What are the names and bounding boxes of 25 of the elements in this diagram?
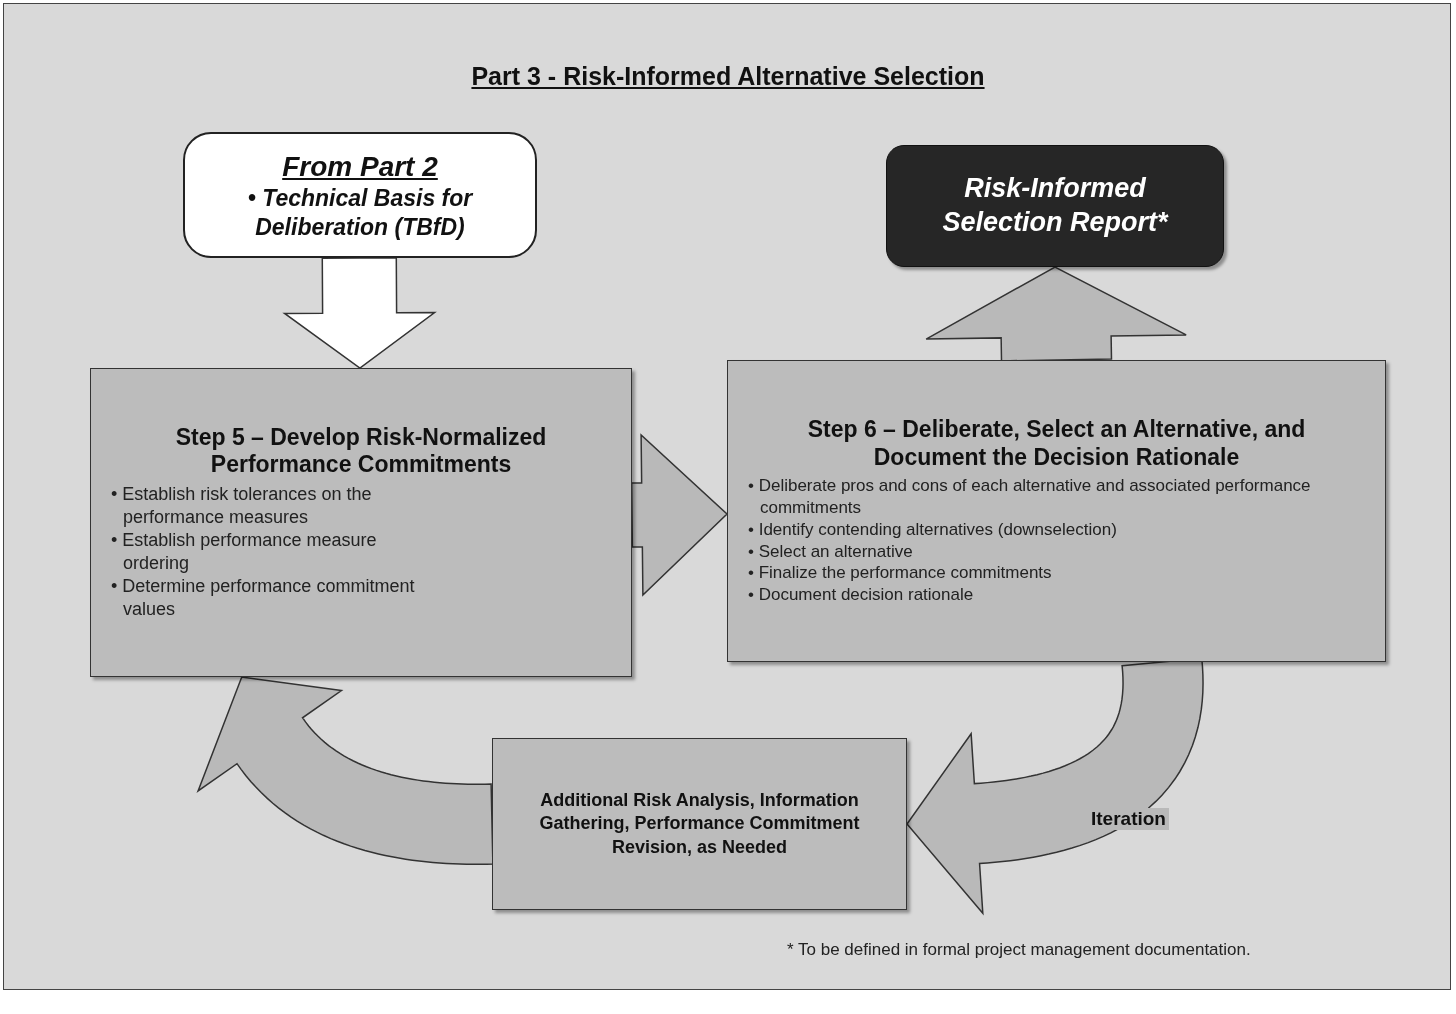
curved-arrow — [196, 676, 494, 865]
bullet-item: • Technical Basis for Deliberation (TBfD) — [246, 183, 474, 242]
report-title: Risk-Informed Selection Report* — [941, 172, 1170, 239]
box-text: Additional Risk Analysis, Information Gathering, Performance Commitment Revision, as Needed — [538, 788, 861, 859]
bullet-item: • Determine performance commitment values — [110, 575, 416, 622]
bullet-item: • Select an alternative — [747, 540, 914, 563]
heading: From Part 2 — [281, 149, 439, 184]
block-arrow — [282, 257, 437, 369]
node-box — [183, 132, 537, 258]
bullet-item: • Document decision rationale — [747, 584, 975, 606]
bullet-item: • Establish risk tolerances on the performance measures — [110, 483, 373, 530]
step-heading: Step 5 – Develop Risk-Normalized Performance Commitments — [174, 423, 548, 479]
process-box — [492, 738, 907, 910]
bullet-item: • Identify contending alternatives (downselection) — [747, 518, 1118, 541]
bullet-item: • Establish performance measure ordering — [110, 529, 378, 576]
title: Part 3 - Risk-Informed Alternative Selection — [471, 62, 985, 90]
report-box — [886, 145, 1224, 267]
step-heading: Step 6 – Deliberate, Select an Alternative, and Document the Decision Rationale — [806, 416, 1307, 472]
block-arrow — [925, 266, 1187, 362]
block-arrow — [630, 433, 729, 597]
bullet-item: • Deliberate pros and cons of each alternative and associated performance commitments — [747, 475, 1312, 519]
footnote: * To be defined in formal project management documentation. — [787, 940, 1251, 960]
bullet-item: • Finalize the performance commitments — [747, 562, 1053, 585]
step-box — [90, 368, 632, 677]
step-box — [727, 360, 1386, 662]
